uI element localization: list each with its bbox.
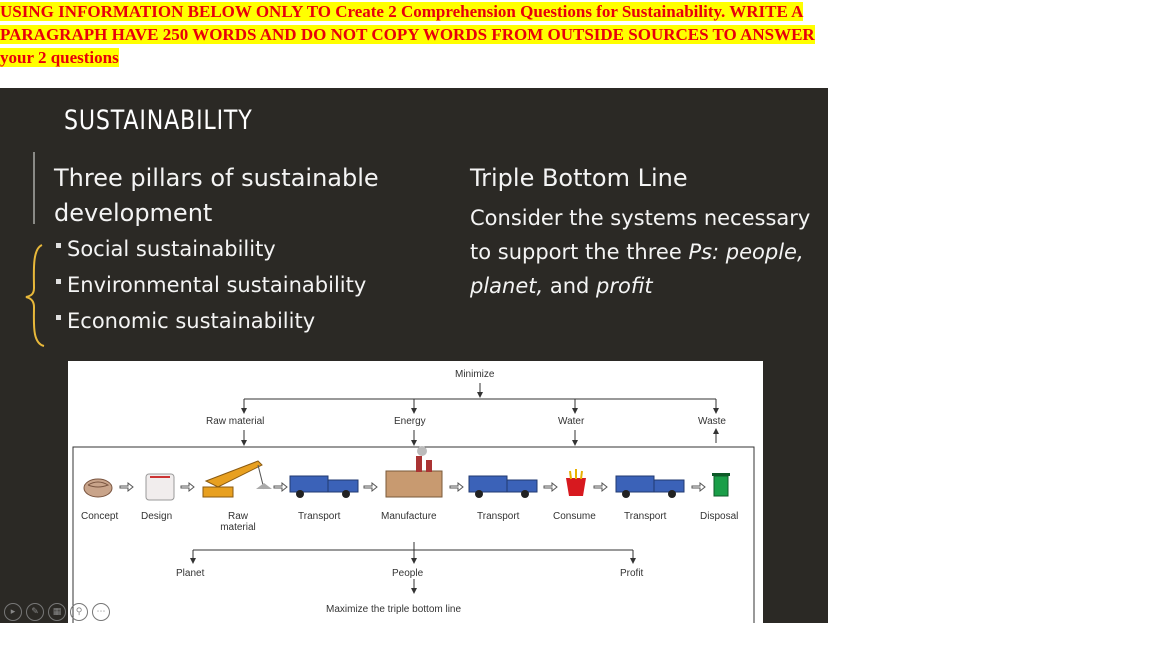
list-item: Environmental sustainability (56, 267, 366, 303)
divider (33, 152, 35, 224)
maximize-label: Maximize the triple bottom line (326, 604, 462, 615)
triple-bottom-line-diagram: Minimize Raw material Energy Water Waste… (68, 361, 763, 623)
step-label: Design (141, 511, 173, 522)
step-label: Transport (298, 511, 341, 522)
play-icon[interactable]: ▸ (4, 603, 22, 621)
pen-icon[interactable]: ✎ (26, 603, 44, 621)
tbl-text: Consider the systems necessary to suppor… (470, 206, 811, 298)
output-label: Profit (620, 568, 644, 579)
step-label: Manufacture (381, 511, 437, 522)
pillars-list: Social sustainability Environmental sust… (56, 231, 366, 339)
step-label: Concept (81, 511, 119, 522)
tbl-heading: Triple Bottom Line (470, 164, 688, 192)
input-label: Waste (698, 416, 726, 427)
slide-title: SUSTAINABILITY (64, 105, 253, 136)
zoom-icon[interactable]: ⚲ (70, 603, 88, 621)
output-label: Planet (176, 568, 205, 579)
slides-icon[interactable]: ▦ (48, 603, 66, 621)
list-item: Economic sustainability (56, 303, 366, 339)
slide-controls: ▸ ✎ ▦ ⚲ ⋯ (4, 603, 110, 621)
input-label: Raw material (206, 416, 265, 427)
minimize-label: Minimize (455, 369, 495, 380)
input-label: Water (558, 416, 585, 427)
list-item: Social sustainability (56, 231, 366, 267)
step-label: Transport (624, 511, 667, 522)
step-label: Raw material (220, 511, 256, 533)
step-label: Consume (553, 511, 596, 522)
step-label: Disposal (700, 511, 739, 522)
output-label: People (392, 568, 424, 579)
instruction-text: USING INFORMATION BELOW ONLY TO Create 2… (0, 2, 815, 67)
step-label: Transport (477, 511, 520, 522)
brace-icon (25, 244, 45, 347)
more-icon[interactable]: ⋯ (92, 603, 110, 621)
input-label: Energy (394, 416, 426, 427)
slide: SUSTAINABILITY Three pillars of sustaina… (0, 88, 828, 623)
pillars-heading: Three pillars of sustainable development (54, 164, 379, 227)
